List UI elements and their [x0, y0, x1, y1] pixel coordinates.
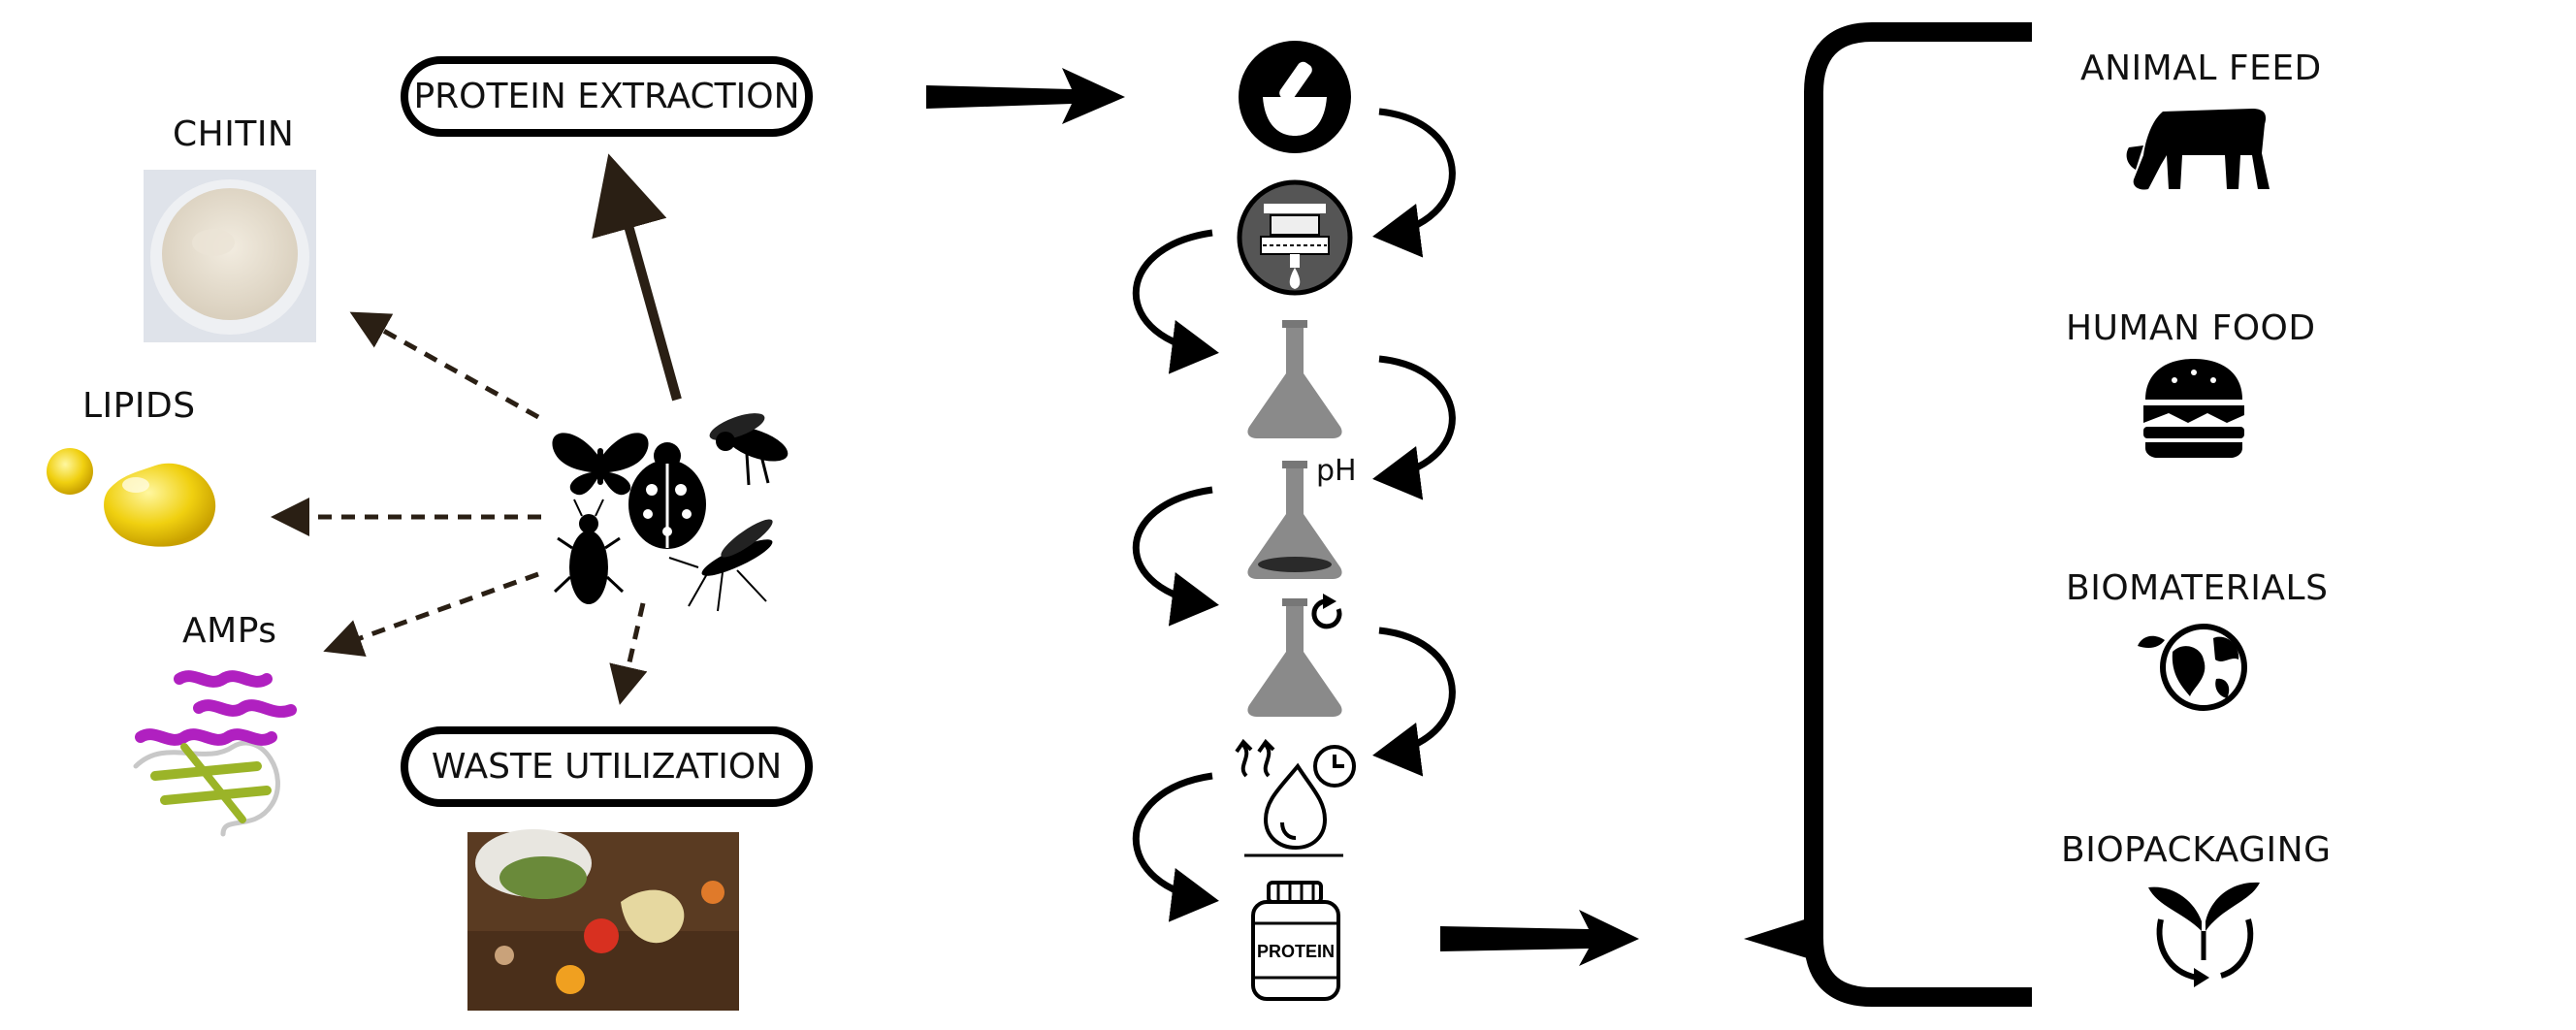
lipids-label: LIPIDS	[82, 386, 196, 426]
fly-icon	[709, 413, 789, 486]
wedge-arrow-to-process	[926, 68, 1125, 124]
protein-extraction-pill: PROTEIN EXTRACTION	[401, 56, 813, 137]
flask-refresh-icon	[1247, 594, 1342, 717]
human-food-label: HUMAN FOOD	[2066, 308, 2316, 348]
amps-protein-image	[133, 670, 297, 837]
flask-icon	[1247, 320, 1342, 438]
cow-icon	[2126, 109, 2270, 190]
protein-extraction-label: PROTEIN EXTRACTION	[413, 77, 800, 116]
ph-label: pH	[1316, 454, 1357, 488]
protein-jar-icon: PROTEIN	[1251, 881, 1340, 1001]
ladybug-icon	[628, 442, 706, 549]
beetle-icon	[553, 499, 625, 604]
process-curved-arrows	[1132, 108, 1456, 922]
globe-leaf-icon	[2138, 624, 2247, 711]
insects-cluster	[552, 413, 789, 612]
butterfly-icon	[552, 433, 649, 496]
biopackaging-label: BIOPACKAGING	[2061, 830, 2332, 870]
mosquito-icon	[668, 519, 773, 612]
applications-bracket	[1744, 22, 2032, 1007]
waste-utilization-label: WASTE UTILIZATION	[431, 747, 783, 787]
lipids-image	[47, 448, 216, 547]
biomaterials-label: BIOMATERIALS	[2066, 568, 2329, 608]
insect-arrows	[271, 153, 682, 705]
arrow-to-protein-extraction	[592, 153, 682, 402]
flask-ph-icon	[1247, 461, 1342, 579]
protein-jar-label: PROTEIN	[1257, 942, 1335, 961]
arrow-to-chitin	[349, 311, 540, 420]
chitin-image	[144, 170, 316, 342]
wedge-arrow-to-bracket	[1440, 910, 1639, 966]
amps-label: AMPs	[182, 611, 277, 651]
waste-utilization-pill: WASTE UTILIZATION	[401, 726, 813, 807]
chitin-label: CHITIN	[173, 114, 295, 154]
burger-icon	[2143, 359, 2244, 458]
mortar-pestle-icon	[1239, 41, 1351, 153]
arrow-to-waste	[609, 602, 648, 705]
animal-feed-label: ANIMAL FEED	[2080, 48, 2322, 88]
press-filter-icon	[1237, 179, 1353, 296]
heat-timer-icon	[1235, 738, 1356, 857]
waste-compost-image	[467, 829, 739, 1011]
arrow-to-amps	[323, 571, 539, 657]
recycle-leaves-icon	[2148, 882, 2260, 987]
